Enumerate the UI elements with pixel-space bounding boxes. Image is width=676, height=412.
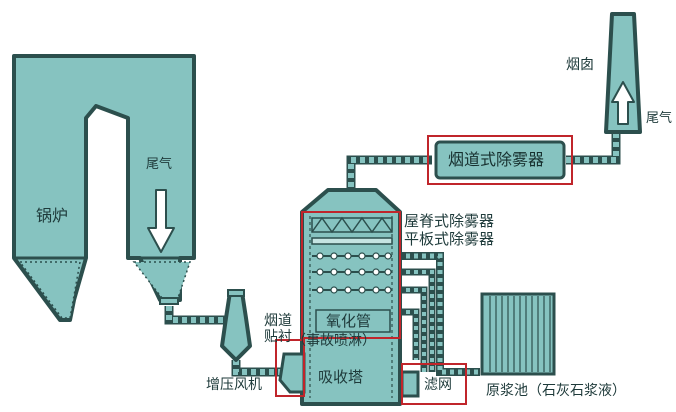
chimney [604, 12, 642, 134]
highlight-tower-internals [301, 211, 401, 339]
boiler-label: 锅炉 [36, 206, 69, 225]
chimney-label: 烟囱 [566, 57, 594, 73]
flue-pipes [164, 132, 621, 377]
absorber-tower [278, 188, 420, 406]
tail-gas-right-label: 尾气 [646, 111, 673, 126]
tail-gas-left-label: 尾气 [146, 157, 173, 172]
emergency-spray-label: （事故喷淋） [292, 333, 376, 349]
highlight-boxes [275, 135, 573, 405]
highlight-flue-demister [427, 135, 573, 185]
ridge-demister-label: 屋脊式除雾器 [404, 212, 495, 230]
flue-lining-label-2: 贴衬 [264, 329, 292, 345]
slurry-pool [480, 292, 556, 376]
oxidation-pipe-label: 氧化管 [326, 312, 372, 330]
flue-lining-label-1: 烟道 [264, 313, 292, 329]
flue-demister [434, 140, 566, 180]
booster-fan-label: 增压风机 [206, 377, 262, 393]
boiler [12, 54, 196, 322]
booster-fan [220, 289, 252, 362]
filter-label: 滤网 [424, 377, 452, 393]
absorber-label: 吸收塔 [318, 368, 364, 386]
slurry-pool-label: 原浆池（石灰石浆液） [486, 383, 626, 399]
highlight-fan-inlet [275, 339, 305, 397]
flue-demister-label: 烟道式除雾器 [448, 150, 545, 169]
flat-demister-label: 平板式除雾器 [404, 230, 495, 248]
spray-layers [312, 252, 392, 294]
highlight-filter [401, 363, 467, 405]
tail-gas-down-arrow [147, 189, 175, 253]
